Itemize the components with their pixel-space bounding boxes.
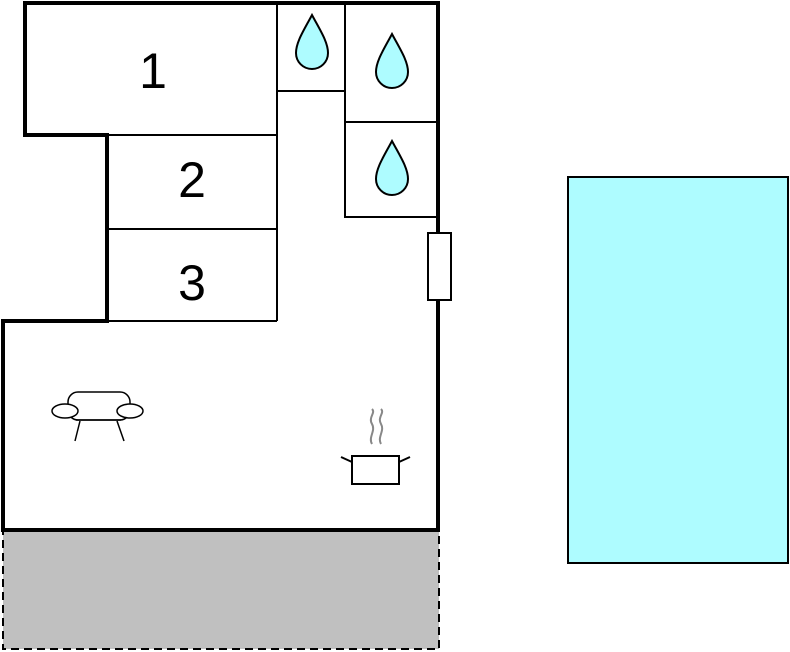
terrace	[2, 529, 440, 650]
window	[427, 232, 452, 301]
cooking-pot-icon	[340, 408, 411, 485]
water-drop-icon	[374, 31, 410, 89]
room-label-1: 1	[139, 43, 167, 99]
room-label-2: 2	[178, 152, 206, 208]
sofa-icon	[51, 391, 144, 442]
swimming-pool	[567, 176, 789, 564]
outer-wall	[1, 1, 440, 532]
water-drop-icon	[374, 138, 410, 196]
water-drop-icon	[294, 12, 330, 70]
room-label-3: 3	[178, 255, 206, 311]
